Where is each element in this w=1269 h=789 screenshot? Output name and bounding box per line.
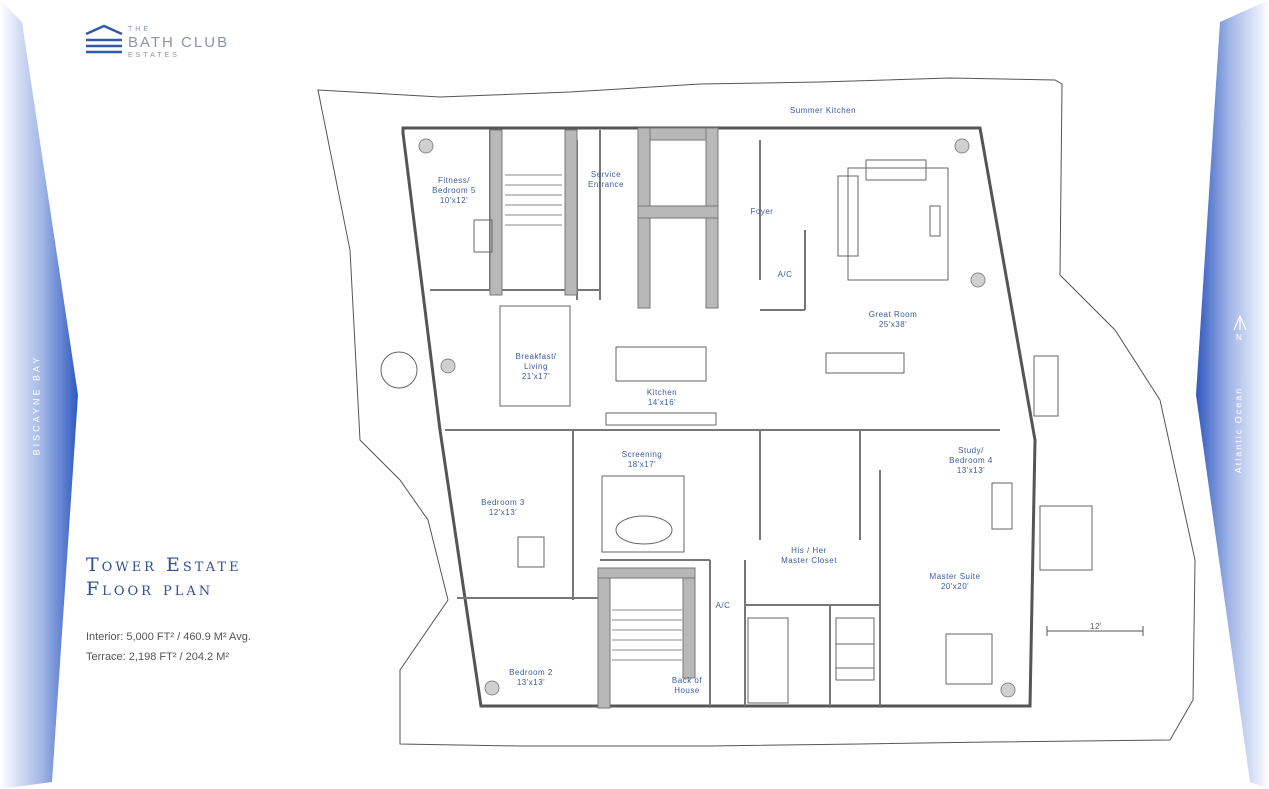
interior-area: Interior: 5,000 FT² / 460.9 M² Avg.	[86, 631, 251, 643]
plan-title-line2: Floor plan	[86, 578, 214, 600]
right-side-label: Atlantic Ocean	[1233, 386, 1244, 474]
room-foyer: Foyer	[750, 207, 774, 216]
furniture	[380, 159, 1093, 704]
logo-the: THE	[128, 26, 151, 33]
room-summer-kitchen: Summer Kitchen	[789, 106, 857, 115]
terrace-outline	[317, 77, 1196, 747]
room-ac-top: A/C	[777, 270, 793, 279]
left-side-label: BISCAYNE BAY	[31, 354, 42, 456]
stair-lines	[505, 174, 682, 661]
right-water-panel	[1196, 0, 1269, 789]
left-water-panel	[0, 0, 78, 789]
dimension-line	[1046, 626, 1144, 636]
north-label: N	[1236, 333, 1242, 342]
terrace-area: Terrace: 2,198 FT² / 204.2 M²	[86, 651, 230, 663]
dimension-label: 12'	[1090, 622, 1102, 631]
building-walls	[401, 126, 1037, 708]
logo-name: BATH CLUB	[128, 34, 230, 51]
plan-title-line1: Tower Estate	[86, 554, 242, 576]
cores	[489, 127, 719, 709]
columns	[418, 138, 1016, 698]
logo-mark	[85, 24, 123, 54]
north-arrow-icon	[1233, 314, 1247, 331]
room-ac-bottom: A/C	[715, 601, 731, 610]
logo-sub: ESTATES	[128, 52, 180, 59]
